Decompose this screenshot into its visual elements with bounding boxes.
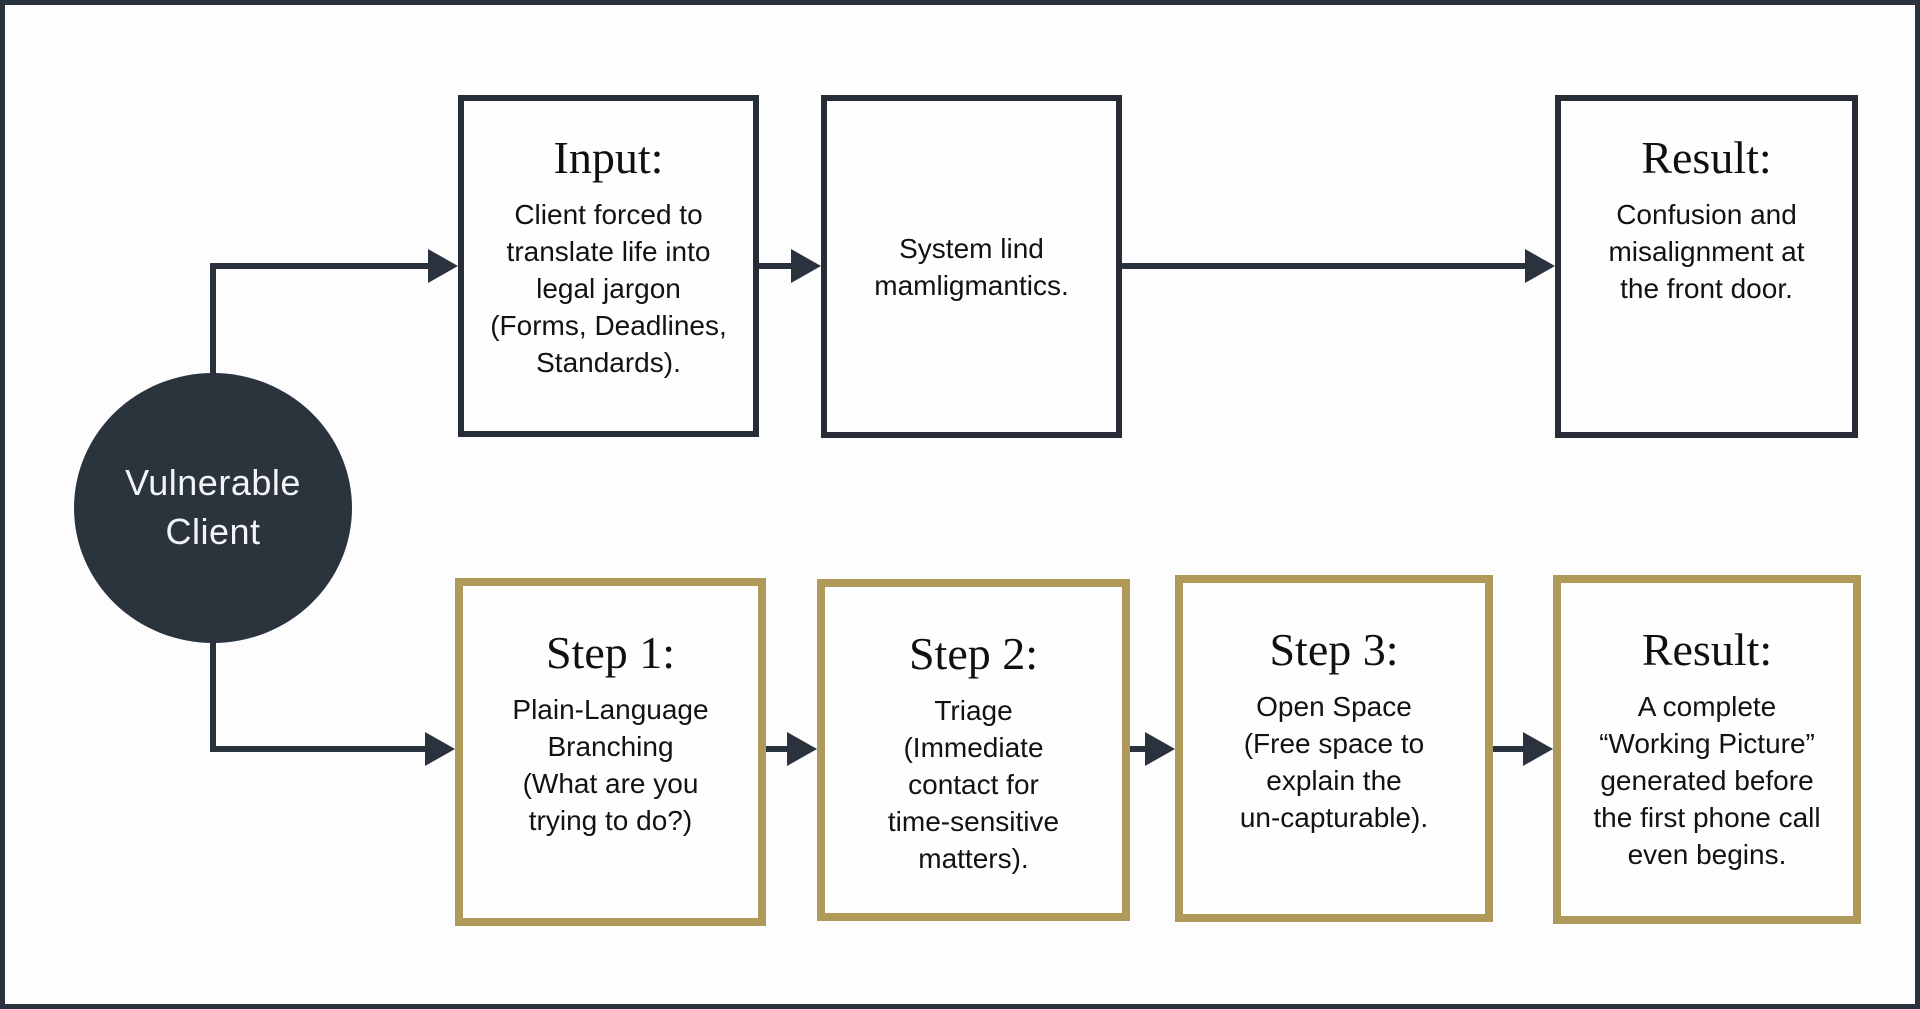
arrowhead-input-to-system-icon	[791, 249, 821, 283]
box-step2-title: Step 2:	[908, 628, 1039, 679]
arrowhead-step2-to-step3-icon	[1145, 732, 1175, 766]
box-system: System lind mamligmantics.	[821, 95, 1122, 438]
box-step1-title: Step 1:	[545, 627, 676, 678]
arrowhead-client-to-input-icon	[428, 249, 458, 283]
box-step2: Step 2: Triage (Immediate contact for ti…	[817, 579, 1130, 921]
connector-client-to-input-horizontal	[210, 263, 430, 269]
arrowhead-step1-to-step2-icon	[787, 732, 817, 766]
box-input-body: Client forced to translate life into leg…	[490, 198, 727, 378]
box-result-top-body: Confusion and misalignment at the front …	[1608, 198, 1805, 304]
arrowhead-system-to-result-icon	[1525, 249, 1555, 283]
connector-system-to-result	[1119, 263, 1529, 269]
connector-client-to-step1-horizontal	[210, 746, 427, 752]
client-node-label: Vulnerable Client	[125, 462, 301, 552]
box-step3-body: Open Space (Free space to explain the un…	[1239, 690, 1429, 833]
box-input: Input: Client forced to translate life i…	[458, 95, 759, 437]
client-node: Vulnerable Client	[74, 373, 352, 643]
connector-input-to-system	[756, 263, 794, 269]
box-step3-title: Step 3:	[1269, 624, 1399, 675]
connector-client-to-input-vertical	[210, 263, 216, 383]
connector-client-to-step1-vertical	[210, 637, 216, 752]
arrowhead-step3-to-result-icon	[1523, 732, 1553, 766]
box-result-bottom-title: Result:	[1641, 624, 1773, 675]
box-step2-body: Triage (Immediate contact for time-sensi…	[887, 694, 1060, 874]
box-step1-body: Plain-Language Branching (What are you t…	[512, 693, 709, 836]
arrowhead-client-to-step1-icon	[425, 732, 455, 766]
connector-step2-to-step3	[1128, 746, 1148, 752]
box-step1: Step 1: Plain-Language Branching (What a…	[455, 578, 766, 926]
box-result-top: Result: Confusion and misalignment at th…	[1555, 95, 1858, 438]
box-system-body: System lind mamligmantics.	[874, 232, 1069, 301]
connector-step1-to-step2	[764, 746, 790, 752]
box-result-top-title: Result:	[1641, 132, 1772, 183]
box-step3: Step 3: Open Space (Free space to explai…	[1175, 575, 1493, 922]
box-result-bottom: Result: A complete “Working Picture” gen…	[1553, 575, 1861, 924]
connector-step3-to-result	[1491, 746, 1526, 752]
box-result-bottom-body: A complete “Working Picture” generated b…	[1593, 690, 1821, 870]
box-input-title: Input:	[553, 132, 664, 183]
